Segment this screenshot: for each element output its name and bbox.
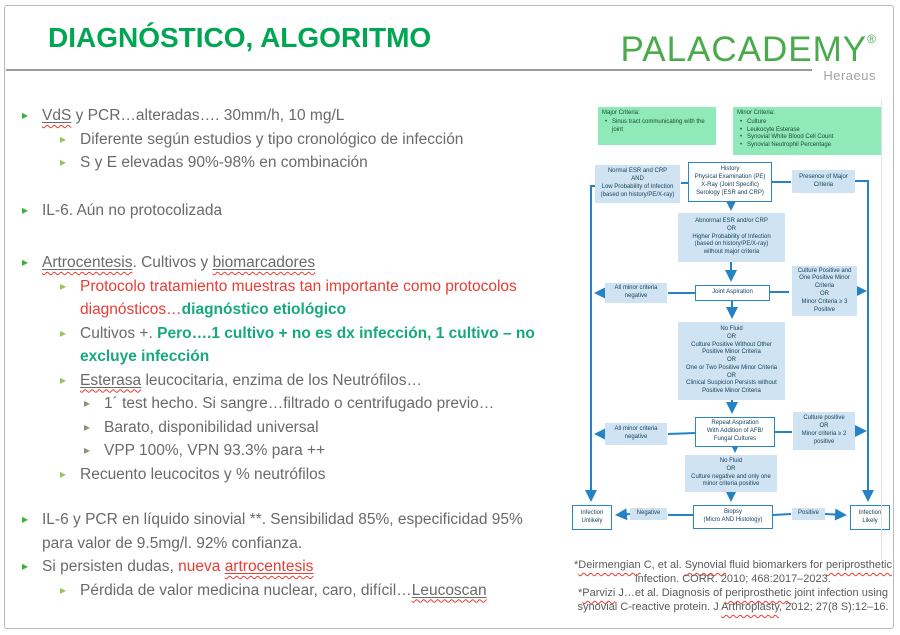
citation-1: *Deirmengian C, et al. Synovial fluid bi… — [574, 559, 892, 585]
palacademy-logo: PALACADEMY® Heraeus — [621, 30, 877, 83]
bullet-item: ▸ S y E elevadas 90%-98% en combinación — [22, 151, 567, 175]
bullet-item: ▸ VdS y PCR…alteradas…. 30mm/h, 10 mg/L — [22, 104, 567, 128]
flowchart-connectors — [585, 180, 874, 521]
flow-box-no-fluid-2: No Fluid OR Culture negative and only on… — [685, 455, 777, 492]
minor-criteria-box: Minor Criteria: Culture Leukocyte Estera… — [733, 107, 881, 155]
major-criteria-item: Sinus tract communicating with the joint — [602, 119, 712, 135]
header-divider — [6, 69, 812, 71]
bullet-item: ▸ IL-6 y PCR en líquido sinovial **. Sen… — [22, 508, 567, 555]
flow-box-negative: Negative — [630, 508, 667, 520]
flow-box-normal-esr: Normal ESR and CRP AND Low Probability o… — [595, 165, 680, 203]
flow-box-all-minor-neg-2: All minor criteria negative — [605, 423, 667, 445]
bullet-icon: ▸ — [60, 155, 67, 169]
bullet-text: Esterasa leucocitaria, enzima de los Neu… — [80, 371, 423, 389]
bullet-item: ▸ IL-6. Aún no protocolizada — [22, 199, 567, 223]
bullet-icon: ▸ — [84, 419, 91, 434]
bullet-text: IL-6. Aún no protocolizada — [42, 201, 223, 219]
bullet-icon: ▸ — [22, 559, 29, 573]
citations: *Deirmengian C, et al. Synovial fluid bi… — [572, 558, 894, 614]
registered-mark: ® — [867, 32, 876, 46]
minor-criteria-item: Synovial White Blood Cell Count — [737, 134, 877, 142]
bullet-text: Si persisten dudas, nueva artrocentesis — [42, 558, 314, 575]
flow-box-culture-pos-2: Culture positive OR Minor criteria ≥ 2 p… — [793, 412, 855, 450]
bullet-icon: ▸ — [60, 372, 67, 387]
bullet-icon: ▸ — [60, 582, 67, 597]
bullet-text: VdS y PCR…alteradas…. 30mm/h, 10 mg/L — [42, 107, 345, 124]
major-criteria-title: Major Criteria: — [602, 110, 640, 116]
bullet-item: ▸ Protocolo tratamiento muestras tan imp… — [22, 275, 567, 322]
bullet-text: IL-6 y PCR en líquido sinovial **. Sensi… — [42, 511, 523, 552]
flow-box-biopsy: Biopsy (Micro AND Histology) — [693, 505, 773, 529]
bullet-text: Cultivos +. Pero….1 cultivo + no es dx i… — [80, 324, 535, 366]
bullet-icon: ▸ — [84, 396, 91, 410]
bullet-item: ▸ Si persisten dudas, nueva artrocentesi… — [22, 555, 567, 579]
bullet-text: Artrocentesis. Cultivos y biomarcadores — [42, 254, 316, 271]
bullet-item: ▸ Esterasa leucocitaria, enzima de los N… — [22, 369, 567, 393]
bullet-item: ▸ Artrocentesis. Cultivos y biomarcadore… — [22, 251, 567, 275]
bullet-icon: ▸ — [22, 202, 29, 217]
bullet-text: Pérdida de valor medicina nuclear, caro,… — [80, 581, 487, 599]
flow-box-history: History Physical Examination (PE) X-Ray … — [688, 162, 772, 202]
bullet-icon: ▸ — [60, 131, 67, 146]
minor-criteria-title: Minor Criteria: — [737, 110, 775, 116]
bullet-item: ▸ Pérdida de valor medicina nuclear, car… — [22, 579, 567, 603]
bullet-icon: ▸ — [22, 255, 29, 269]
major-criteria-box: Major Criteria: Sinus tract communicatin… — [598, 107, 716, 145]
citation-2: *Parvizi J…et al. Diagnosis of periprost… — [577, 587, 889, 613]
flow-box-no-fluid-1: No Fluid OR Culture Positive Without Oth… — [678, 322, 785, 400]
bullet-icon: ▸ — [22, 108, 29, 122]
bullet-item: ▸ Recuento leucocitos y % neutrófilos — [22, 463, 567, 487]
bullet-item: ▸ VPP 100%, VPN 93.3% para ++ — [22, 439, 567, 463]
bullet-text: Diferente según estudios y tipo cronológ… — [80, 130, 464, 148]
bullet-icon: ▸ — [60, 466, 67, 481]
bullet-item: ▸ 1´ test hecho. Si sangre…filtrado o ce… — [22, 392, 567, 416]
flowchart-image-edge — [881, 100, 882, 560]
flow-box-infection-unlikely: Infection Unlikely — [572, 505, 612, 530]
bullet-text: S y E elevadas 90%-98% en combinación — [80, 154, 368, 171]
minor-criteria-item: Leukocyte Esterase — [737, 127, 877, 135]
bullet-text: Recuento leucocitos y % neutrófilos — [80, 465, 326, 483]
bullet-item: ▸ Cultivos +. Pero….1 cultivo + no es dx… — [22, 322, 567, 369]
bullet-icon: ▸ — [84, 443, 91, 457]
bullet-icon: ▸ — [60, 325, 67, 340]
bullet-icon: ▸ — [22, 512, 29, 526]
bullet-list: ▸ VdS y PCR…alteradas…. 30mm/h, 10 mg/L … — [22, 104, 567, 602]
bullet-item: ▸ Barato, disponibilidad universal — [22, 416, 567, 440]
bullet-icon: ▸ — [60, 278, 67, 293]
flow-box-all-minor-neg-1: All minor criteria negative — [605, 283, 667, 303]
minor-criteria-item: Culture — [737, 119, 877, 127]
flow-box-abnormal-esr: Abnormal ESR and/or CRP OR Higher Probab… — [678, 213, 785, 262]
brand-subtitle: Heraeus — [823, 68, 876, 83]
page-title: DIAGNÓSTICO, ALGORITMO — [48, 22, 432, 53]
flow-box-presence-major: Presence of Major Criteria — [792, 170, 855, 193]
slide-border — [4, 5, 894, 629]
flow-box-infection-likely: Infection Likely — [850, 505, 890, 530]
diagnosis-algorithm-flowchart: Major Criteria: Sinus tract communicatin… — [555, 100, 895, 562]
bullet-text: Protocolo tratamiento muestras tan impor… — [80, 277, 517, 319]
flow-box-joint-aspiration: Joint Aspiration — [695, 285, 770, 301]
flow-box-culture-pos-1: Culture Positive and One Positive Minor … — [792, 266, 857, 316]
bullet-text: Barato, disponibilidad universal — [104, 418, 319, 436]
flow-box-repeat-aspiration: Repeat Aspiration With Addition of AFB/ … — [695, 417, 775, 447]
minor-criteria-item: Synovial Neutrophil Percentage — [737, 142, 877, 150]
brand-name: PALACADEMY — [620, 30, 868, 69]
bullet-text: 1´ test hecho. Si sangre…filtrado o cent… — [104, 395, 495, 412]
bullet-item: ▸ Diferente según estudios y tipo cronol… — [22, 128, 567, 152]
bullet-text: VPP 100%, VPN 93.3% para ++ — [104, 442, 326, 459]
flow-box-positive: Positive — [792, 508, 825, 520]
